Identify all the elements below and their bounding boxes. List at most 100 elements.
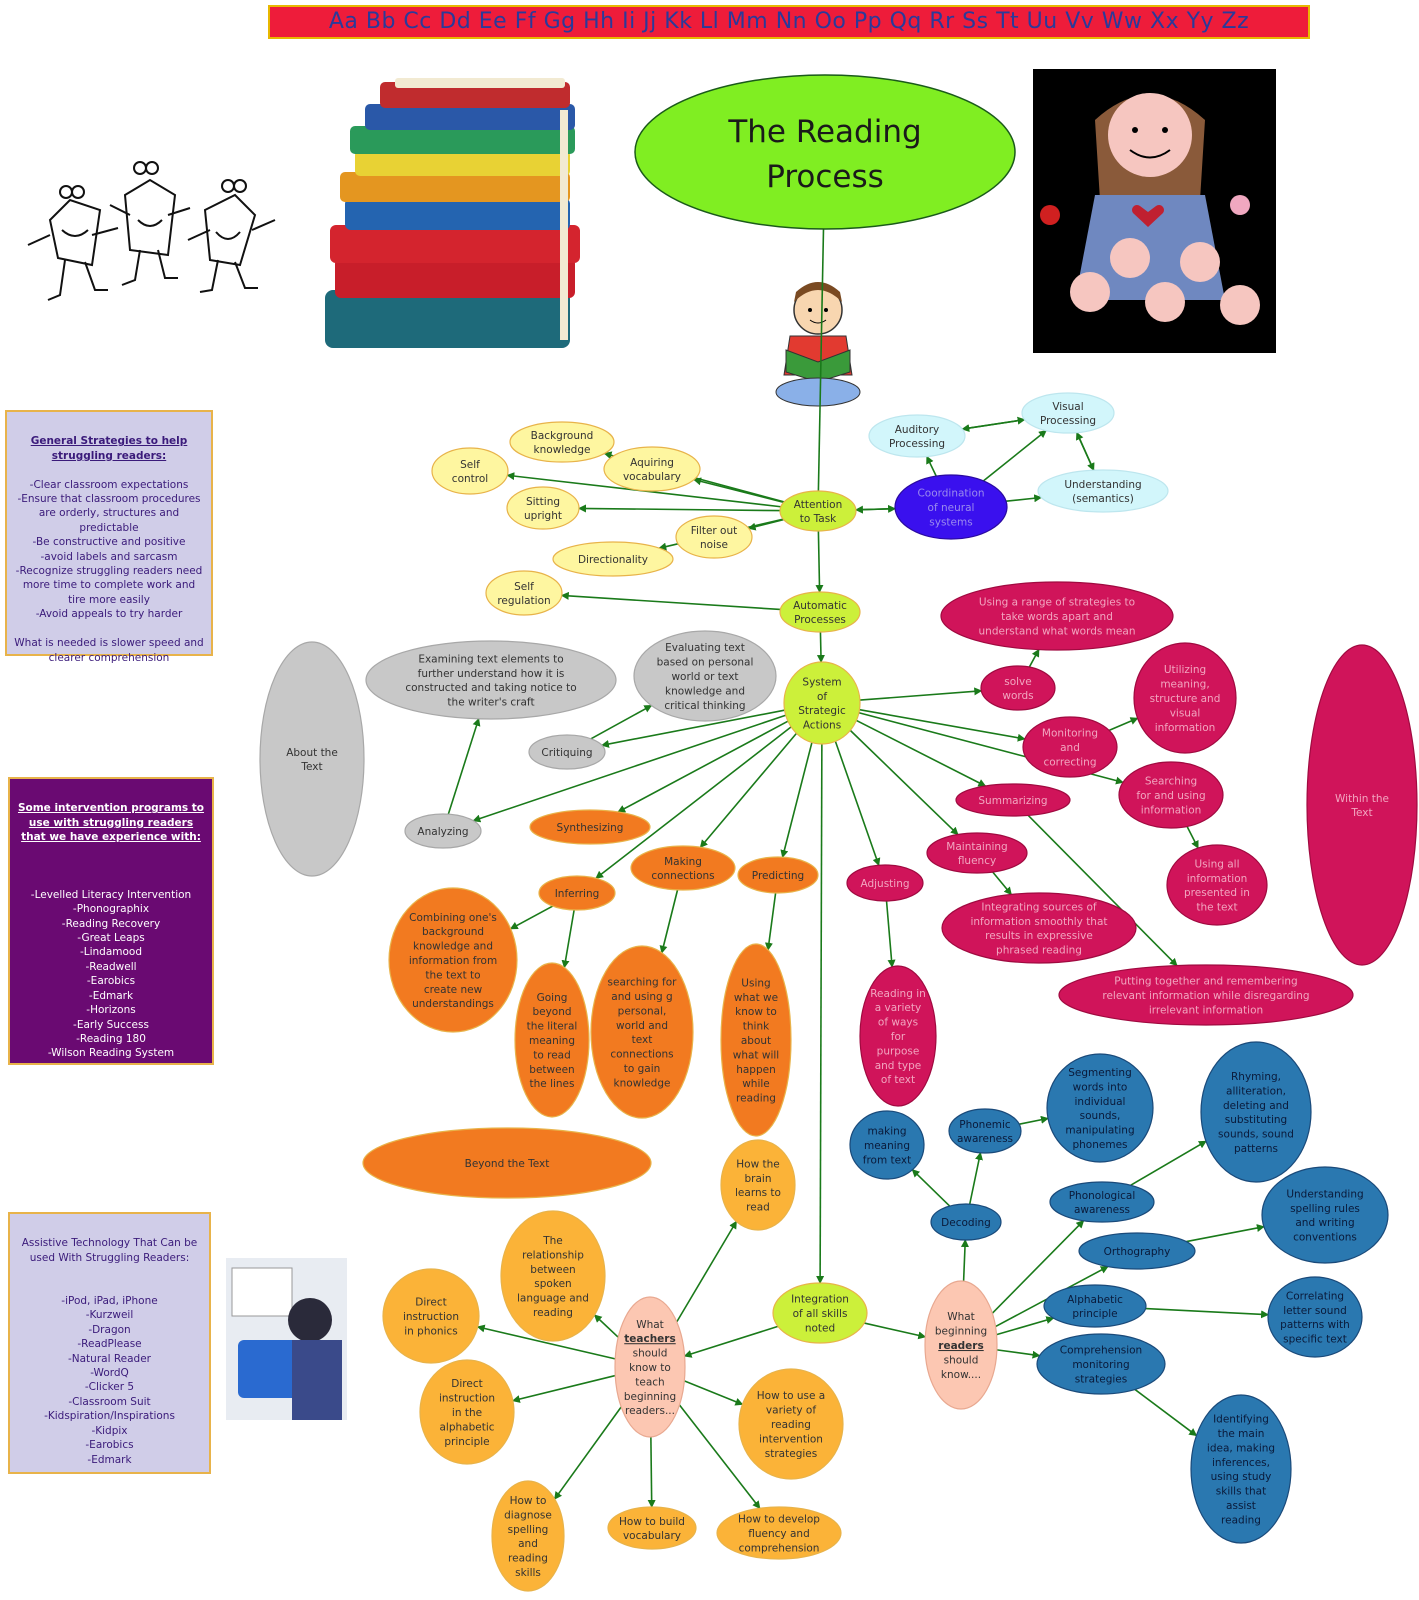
node-using-what-label: know to	[735, 1006, 777, 1018]
arrow-analyzing-to-examining	[447, 717, 481, 815]
arrow-system-to-analyzing	[472, 714, 786, 823]
node-teachers-label: teachers	[624, 1333, 675, 1345]
node-how-brain-label: How the	[736, 1158, 779, 1170]
node-identifying-ellipse	[1190, 1394, 1292, 1544]
general-strategies-title: General Strategies to help struggling re…	[30, 435, 188, 462]
node-going-beyond-label: the literal	[527, 1021, 578, 1033]
node-using-what-label: Using	[741, 977, 770, 989]
arrow-teachers-to-relationship	[593, 1314, 619, 1338]
arrow-coordination-to-understanding	[1005, 494, 1043, 503]
node-coordination-label: Coordination	[917, 488, 984, 500]
node-beyond: Beyond the Text	[362, 1127, 652, 1199]
node-acquiring-label: Aquiring	[630, 457, 674, 469]
node-utilizing-label: visual	[1170, 707, 1201, 719]
node-using-what-label: what we	[734, 992, 778, 1004]
node-rhyming-ellipse	[1200, 1041, 1312, 1183]
node-system-label: Strategic	[798, 705, 846, 717]
node-phonological-ellipse	[1049, 1181, 1155, 1223]
arrow-integration-to-teachers	[683, 1325, 779, 1358]
node-readers-label: What	[947, 1311, 975, 1323]
node-direct-alpha-label: alphabetic	[439, 1421, 494, 1433]
node-how-brain-label: brain	[745, 1173, 772, 1185]
node-making-meaning-label: meaning	[864, 1140, 910, 1152]
node-going-beyond-label: to read	[533, 1049, 571, 1061]
node-identifying-label: skills that	[1216, 1486, 1266, 1498]
node-solve-ellipse	[980, 665, 1056, 711]
node-beyond-ellipse	[362, 1127, 652, 1199]
node-filter-ellipse	[675, 515, 753, 559]
arrow-inferring-to-going-beyond	[561, 909, 575, 969]
arrow-readers-to-decoding	[960, 1238, 969, 1282]
arrow-system-to-integration	[816, 743, 825, 1285]
node-evaluating-label: world or text	[671, 671, 738, 683]
arrow-readers-to-phonological	[991, 1219, 1085, 1314]
node-maintaining-label: Maintaining	[946, 841, 1007, 853]
node-using-all-label: the text	[1196, 902, 1237, 914]
node-examining-label: Examining text elements to	[418, 653, 563, 665]
intervention-programs-box: Some intervention programs to use with s…	[8, 777, 214, 1065]
node-correlating-label: patterns with	[1280, 1319, 1350, 1331]
node-direct-alpha-label: Direct	[451, 1378, 482, 1390]
node-searching-for-label: to gain	[624, 1063, 661, 1075]
node-how-diagnose-ellipse	[491, 1480, 565, 1592]
node-how-diagnose-label: skills	[515, 1567, 541, 1579]
node-how-use-label: How to use a	[757, 1390, 825, 1402]
arrow-title-to-attention	[817, 228, 825, 492]
node-using-all-label: Using all	[1195, 858, 1240, 870]
node-teachers-label: beginning	[624, 1391, 676, 1403]
node-utilizing-ellipse	[1133, 642, 1237, 754]
node-using-what-label: what will	[733, 1049, 779, 1061]
node-using-all-label: presented in	[1184, 887, 1250, 899]
node-how-diagnose-label: spelling	[508, 1524, 549, 1536]
node-teachers-label: teach	[635, 1376, 664, 1388]
arrow-coordination-to-visual	[982, 429, 1047, 482]
node-integrating-label: phrased reading	[996, 945, 1082, 957]
node-adjusting-ellipse	[846, 864, 924, 902]
node-going-beyond-label: between	[529, 1064, 574, 1076]
node-acquiring-ellipse	[603, 446, 701, 492]
node-correlating-label: letter sound	[1283, 1305, 1347, 1317]
node-background-label: knowledge	[534, 444, 591, 456]
node-summarizing-label: Summarizing	[978, 795, 1047, 807]
node-inferring-label: Inferring	[555, 888, 600, 900]
node-making-connections-label: connections	[651, 870, 714, 882]
node-relationship-label: between	[530, 1264, 575, 1276]
arrow-comprehension-to-identifying	[1134, 1388, 1198, 1437]
node-going-beyond-label: beyond	[532, 1006, 571, 1018]
node-teachers-label: readers...	[625, 1405, 675, 1417]
node-synthesizing: Synthesizing	[529, 809, 651, 845]
node-identifying-label: assist	[1226, 1500, 1256, 1512]
arrow-phonological-to-rhyming	[1130, 1140, 1207, 1186]
arrow-teachers-to-direct-phonics	[476, 1324, 616, 1360]
node-combining-label: understandings	[412, 998, 494, 1010]
arrow-system-to-synthesizing	[617, 720, 789, 813]
node-combining-label: create new	[424, 984, 483, 996]
arrow-inferring-to-combining	[509, 905, 554, 930]
general-strategies-box: General Strategies to help struggling re…	[5, 410, 213, 664]
node-using-range-ellipse	[940, 581, 1174, 651]
node-adjusting: Adjusting	[846, 864, 924, 902]
node-attention-ellipse	[779, 490, 857, 532]
node-predicting-label: Predicting	[752, 870, 804, 882]
node-putting-label: irrelevant information	[1149, 1004, 1263, 1016]
node-maintaining-ellipse	[926, 832, 1028, 874]
node-identifying-label: Identifying	[1213, 1414, 1269, 1426]
node-comprehension-label: strategies	[1075, 1373, 1127, 1385]
node-identifying-label: reading	[1221, 1514, 1261, 1526]
node-system-label: System	[802, 676, 841, 688]
arrow-coordination-to-auditory	[926, 455, 937, 477]
